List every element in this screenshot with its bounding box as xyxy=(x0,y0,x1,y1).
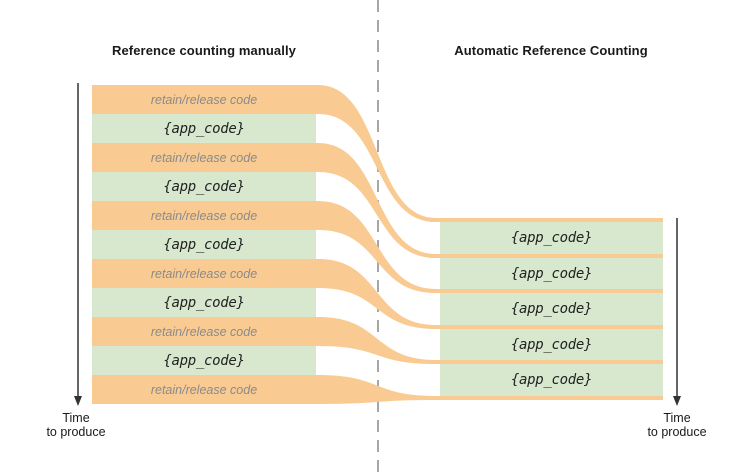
retain-release-label: retain/release code xyxy=(150,92,258,107)
right-strip-1 xyxy=(430,218,663,222)
left-band-retain-5: retain/release code xyxy=(92,317,316,346)
left-column-title: Reference counting manually xyxy=(111,43,297,58)
left-band-retain-3: retain/release code xyxy=(92,201,316,230)
app-code-label: {app_code} xyxy=(163,294,245,311)
left-band-app-3: {app_code} xyxy=(92,230,316,259)
retain-release-label: retain/release code xyxy=(150,266,258,281)
time-label-line2: to produce xyxy=(46,425,106,439)
arrowhead-down-icon xyxy=(74,396,82,406)
retain-release-label: retain/release code xyxy=(150,208,258,223)
arrowhead-down-icon xyxy=(673,396,681,406)
right-strip-4 xyxy=(430,325,663,329)
left-band-retain-4: retain/release code xyxy=(92,259,316,288)
app-code-label: {app_code} xyxy=(163,178,245,195)
right-strip-5 xyxy=(430,360,663,364)
left-band-app-5: {app_code} xyxy=(92,346,316,375)
time-label-line2: to produce xyxy=(647,425,707,439)
left-band-app-2: {app_code} xyxy=(92,172,316,201)
left-band-retain-6: retain/release code xyxy=(92,375,316,404)
app-code-label: {app_code} xyxy=(510,265,593,282)
ribbon-5 xyxy=(312,317,436,364)
ribbon-6 xyxy=(312,375,436,404)
right-band-app-4: {app_code} xyxy=(440,329,663,360)
right-band-app-2: {app_code} xyxy=(440,258,663,289)
right-strip-2 xyxy=(430,254,663,258)
app-code-label: {app_code} xyxy=(163,236,245,253)
left-band-app-4: {app_code} xyxy=(92,288,316,317)
ribbon-3 xyxy=(312,201,436,293)
ribbon-flows xyxy=(312,85,436,404)
right-band-app-3: {app_code} xyxy=(440,293,663,325)
app-code-label: {app_code} xyxy=(163,352,245,369)
app-code-label: {app_code} xyxy=(510,372,593,388)
ribbon-2 xyxy=(312,143,436,258)
retain-release-label: retain/release code xyxy=(150,382,258,397)
left-band-retain-1: retain/release code xyxy=(92,85,316,114)
right-strip-3 xyxy=(430,289,663,293)
right-band-app-1: {app_code} xyxy=(440,222,663,254)
right-band-app-5: {app_code} xyxy=(440,364,663,396)
app-code-label: {app_code} xyxy=(163,120,245,137)
retain-release-label: retain/release code xyxy=(150,150,258,165)
time-arrow-right xyxy=(673,218,681,406)
ribbon-1 xyxy=(312,85,436,222)
app-code-label: {app_code} xyxy=(510,301,593,317)
time-arrow-left xyxy=(74,83,82,406)
right-column-title: Automatic Reference Counting xyxy=(454,43,648,58)
left-band-app-1: {app_code} xyxy=(92,114,316,143)
time-to-produce-right: Time to produce xyxy=(617,411,737,439)
right-strip-6 xyxy=(430,396,663,400)
left-band-retain-2: retain/release code xyxy=(92,143,316,172)
ribbon-4 xyxy=(312,259,436,329)
app-code-label: {app_code} xyxy=(510,230,593,246)
retain-release-label: retain/release code xyxy=(150,324,258,339)
time-to-produce-left: Time to produce xyxy=(16,411,136,439)
time-label-line1: Time xyxy=(62,411,90,425)
time-label-line1: Time xyxy=(663,411,691,425)
app-code-label: {app_code} xyxy=(510,336,593,353)
